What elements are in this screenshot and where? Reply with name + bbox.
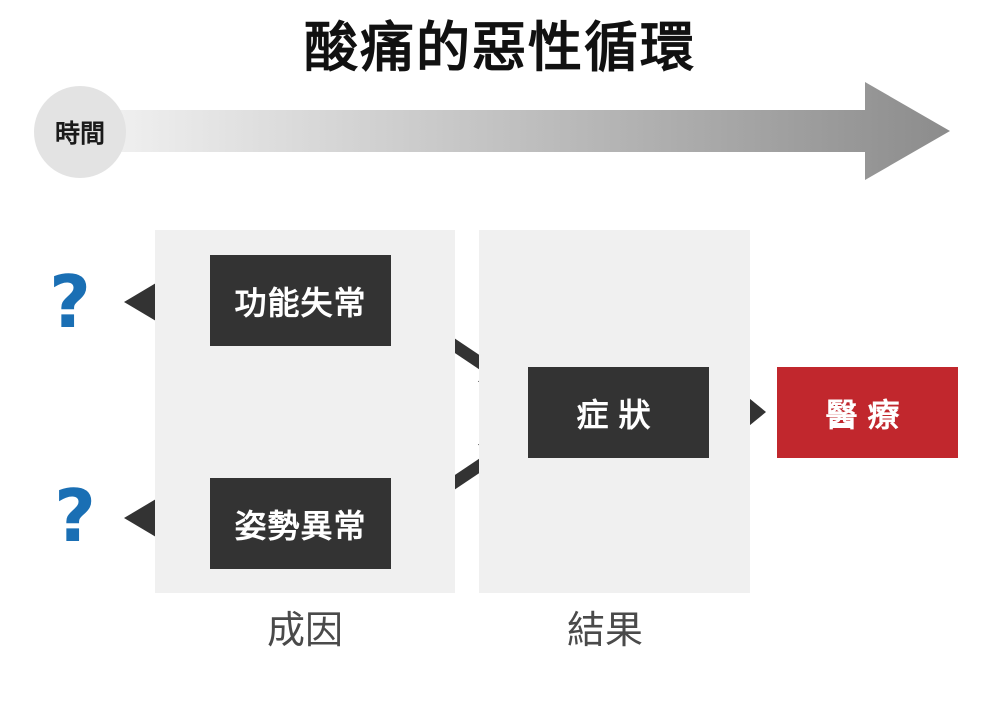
question-mark-bottom: ?	[54, 474, 96, 558]
timeline-arrow	[80, 82, 950, 180]
question-mark-top: ?	[49, 260, 91, 344]
dysfunction-box: 功能失常	[210, 255, 391, 346]
time-label-circle: 時間	[34, 86, 126, 178]
posture-box: 姿勢異常	[210, 478, 391, 569]
dysfunction-label: 功能失常	[234, 283, 367, 322]
posture-label: 姿勢異常	[234, 506, 367, 545]
symptom-box: 症狀	[528, 367, 709, 458]
cause-caption: 成因	[266, 608, 343, 652]
diagram-title: 酸痛的惡性循環	[304, 16, 696, 79]
time-label: 時間	[54, 119, 105, 148]
symptom-label: 症狀	[576, 395, 661, 434]
result-caption: 結果	[566, 608, 643, 652]
medical-label: 醫療	[825, 395, 910, 434]
medical-box: 醫療	[777, 367, 958, 458]
